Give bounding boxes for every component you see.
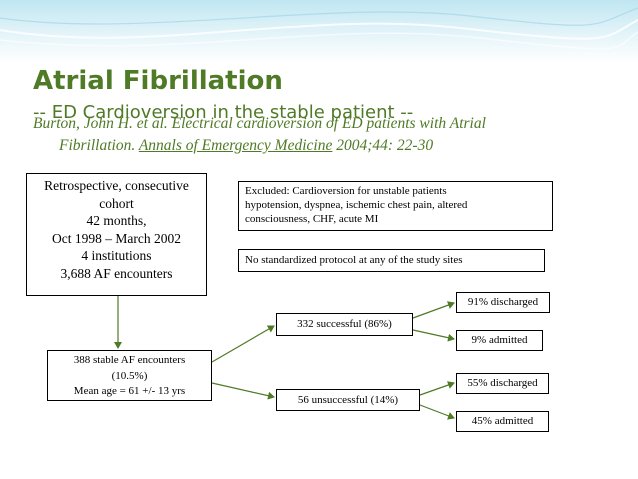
cohort-line: Oct 1998 – March 2002: [52, 230, 181, 246]
citation-authors: Burton, John H. et al. Electrical cardio…: [33, 115, 486, 132]
header-decoration: [0, 0, 638, 62]
arrow-stable-to-unsuccessful: [211, 382, 275, 400]
cohort-line: Retrospective, consecutive: [44, 178, 189, 193]
stable-encounters-box: 388 stable AF encounters (10.5%) Mean ag…: [47, 350, 212, 401]
unsuccessful-admitted-box: 45% admitted: [456, 411, 549, 432]
arrow-unsuccessful-to-discharged: [419, 381, 455, 396]
citation-volume: 2004;44: 22-30: [332, 137, 434, 154]
successful-admitted-box: 9% admitted: [456, 330, 543, 351]
citation-continued: Fibrillation.: [59, 137, 139, 154]
protocol-box: No standardized protocol at any of the s…: [238, 249, 545, 272]
cohort-box: Retrospective, consecutive cohort 42 mon…: [26, 173, 207, 296]
header-wave-graphic: [0, 7, 638, 50]
arrow-successful-to-admitted: [412, 329, 455, 342]
arrow-unsuccessful-to-admitted: [419, 404, 455, 420]
excluded-line: consciousness, CHF, acute MI: [245, 213, 379, 225]
cohort-line: cohort: [99, 195, 134, 211]
excluded-line: Excluded: Cardioversion for unstable pat…: [245, 185, 447, 197]
stable-line: 388 stable AF encounters: [73, 354, 186, 366]
successful-box: 332 successful (86%): [276, 313, 413, 336]
excluded-line: hypotension, dyspnea, ischemic chest pai…: [245, 199, 468, 211]
excluded-box: Excluded: Cardioversion for unstable pat…: [238, 181, 553, 231]
cohort-line: 4 institutions: [81, 248, 152, 263]
stable-line: (10.5%): [111, 369, 148, 382]
citation-journal: Annals of Emergency Medicine: [138, 137, 333, 154]
cohort-line: 42 months,: [86, 213, 147, 228]
unsuccessful-box: 56 unsuccessful (14%): [276, 389, 420, 411]
arrow-successful-to-discharged: [412, 301, 455, 319]
citation-source: Fibrillation. Annals of Emergency Medici…: [33, 135, 593, 157]
citation: Burton, John H. et al. Electrical cardio…: [33, 113, 593, 157]
cohort-line: 3,688 AF encounters: [60, 265, 173, 281]
slide-subtitle: -- ED Cardioversion in the stable patien…: [33, 102, 414, 123]
arrow-stable-to-successful: [211, 325, 275, 363]
unsuccessful-discharged-box: 55% discharged: [456, 373, 549, 394]
successful-discharged-box: 91% discharged: [456, 292, 550, 313]
stable-line: Mean age = 61 +/- 13 yrs: [73, 385, 186, 397]
slide-title: Atrial Fibrillation: [33, 66, 283, 96]
